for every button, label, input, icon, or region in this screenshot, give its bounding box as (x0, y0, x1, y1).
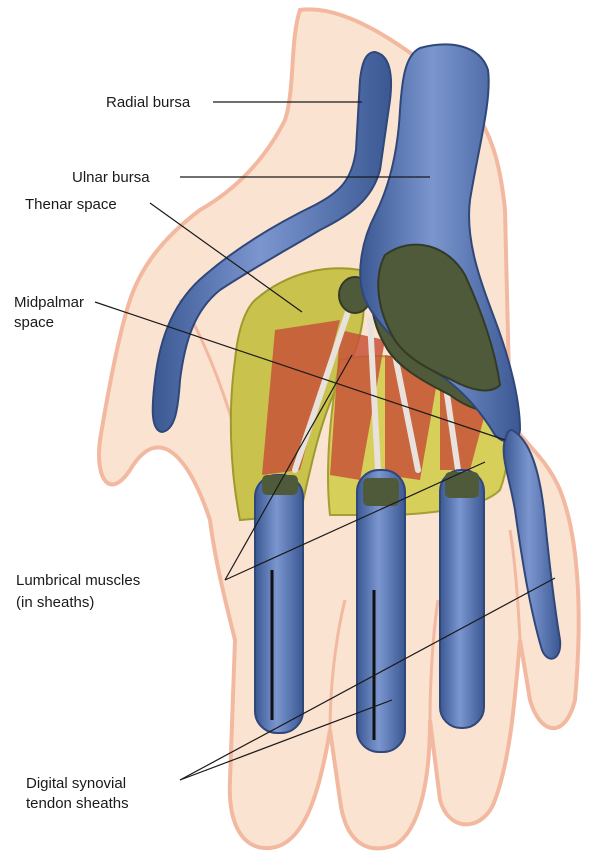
digital-synovial-sheaths (255, 470, 484, 752)
lumbrical-label-line2: (in sheaths) (16, 594, 94, 611)
ring-finger-sheath (440, 470, 484, 728)
middle-finger-sheath (357, 470, 405, 752)
midpalmar-label-line2: space (14, 314, 54, 331)
index-sheath-cap (262, 475, 298, 495)
middle-sheath-cap (363, 478, 399, 506)
thenar-space-label: Thenar space (25, 196, 117, 213)
ulnar-bursa-label: Ulnar bursa (72, 169, 150, 186)
digital-sheaths-label-line2: tendon sheaths (26, 795, 129, 812)
ring-sheath-cap (445, 472, 479, 498)
radial-bursa-label: Radial bursa (106, 94, 191, 111)
midpalmar-label-line1: Midpalmar (14, 294, 84, 311)
lumbrical-label-line1: Lumbrical muscles (16, 572, 140, 589)
digital-sheaths-label-line1: Digital synovial (26, 775, 126, 792)
